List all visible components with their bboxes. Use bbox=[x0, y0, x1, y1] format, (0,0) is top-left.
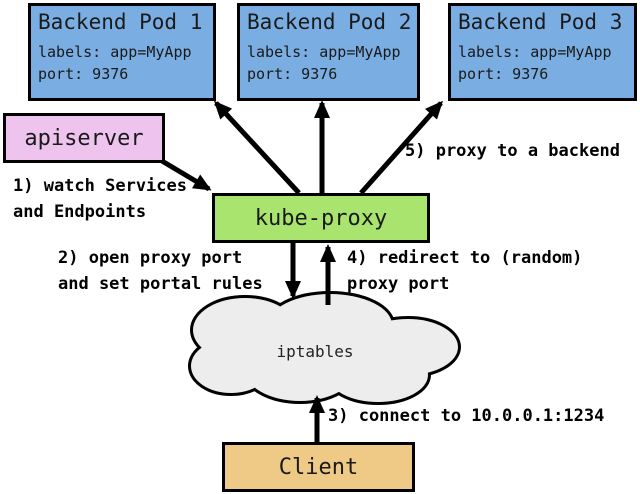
backend-pod-3-labels: labels: app=MyApp bbox=[458, 43, 612, 61]
backend-pod-1-port: port: 9376 bbox=[38, 65, 129, 83]
kube-proxy-label: kube-proxy bbox=[254, 205, 388, 231]
arrows bbox=[160, 100, 443, 442]
kube-proxy-box: kube-proxy bbox=[212, 193, 430, 243]
annotation-step4-line1: 4) redirect to (random) bbox=[347, 248, 583, 268]
apiserver-label: apiserver bbox=[24, 125, 144, 151]
annotation-step4: 4) redirect to (random) proxy port bbox=[347, 245, 582, 297]
arrow-apiserver-to-kubeproxy bbox=[160, 158, 212, 192]
annotation-step5-line1: 5) proxy to a backend bbox=[405, 141, 620, 161]
backend-pod-2-port: port: 9376 bbox=[247, 65, 338, 83]
apiserver-box: apiserver bbox=[3, 113, 165, 163]
backend-pod-1-labels: labels: app=MyApp bbox=[38, 43, 192, 61]
annotation-step1-line1: 1) watch Services bbox=[13, 176, 187, 196]
annotation-step2: 2) open proxy port and set portal rules bbox=[58, 245, 263, 297]
annotation-step5: 5) proxy to a backend bbox=[405, 138, 620, 164]
annotation-step2-line2: and set portal rules bbox=[58, 274, 263, 294]
arrow-kubeproxy-to-pod3 bbox=[359, 100, 443, 195]
annotation-step1: 1) watch Services and Endpoints bbox=[13, 173, 187, 225]
backend-pod-1-box: Backend Pod 1 labels: app=MyApp port: 93… bbox=[28, 3, 216, 101]
annotation-step3: 3) connect to 10.0.0.1:1234 bbox=[328, 403, 604, 429]
annotation-step1-line2: and Endpoints bbox=[13, 202, 147, 222]
backend-pod-1-title: Backend Pod 1 bbox=[38, 10, 203, 34]
backend-pod-2-title: Backend Pod 2 bbox=[247, 10, 412, 34]
client-box: Client bbox=[222, 442, 415, 492]
backend-pod-3-title: Backend Pod 3 bbox=[458, 10, 623, 34]
backend-pod-2-labels: labels: app=MyApp bbox=[247, 43, 401, 61]
backend-pod-3-port: port: 9376 bbox=[458, 65, 549, 83]
iptables-cloud bbox=[188, 291, 461, 405]
annotation-step4-line2: proxy port bbox=[347, 274, 450, 294]
backend-pod-3-box: Backend Pod 3 labels: app=MyApp port: 93… bbox=[448, 3, 637, 101]
iptables-label: iptables bbox=[276, 342, 354, 361]
backend-pod-2-box: Backend Pod 2 labels: app=MyApp port: 93… bbox=[237, 3, 420, 101]
annotation-step2-line1: 2) open proxy port bbox=[58, 248, 243, 268]
client-label: Client bbox=[278, 454, 359, 480]
arrow-kubeproxy-to-pod1 bbox=[213, 100, 301, 195]
annotation-step3-line1: 3) connect to 10.0.0.1:1234 bbox=[328, 406, 605, 426]
